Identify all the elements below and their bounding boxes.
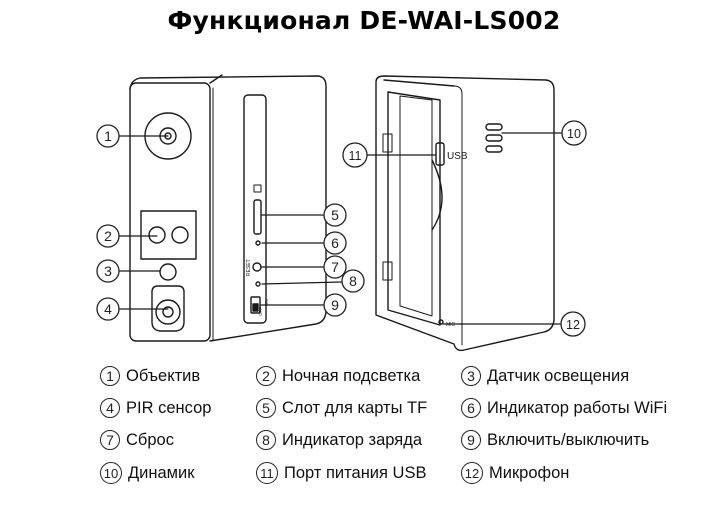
legend-label: Ночная подсветка (282, 366, 421, 385)
callout-number: 1 (104, 128, 112, 144)
callout-number: 12 (566, 318, 580, 332)
callout-6: 6 (323, 231, 347, 255)
callout-1: 1 (96, 124, 120, 148)
callout-number: 11 (349, 149, 362, 163)
legend-number: 8 (256, 430, 276, 450)
legend-number: 5 (256, 398, 276, 418)
tf-slot (253, 199, 262, 235)
wifi-indicator (255, 240, 261, 246)
legend-label: PIR сенсор (126, 398, 212, 417)
speaker-slot-2 (485, 134, 503, 142)
legend-item-8: 8 Индикатор заряда (256, 430, 422, 450)
legend-number: 1 (100, 366, 120, 386)
off-label: OFF (258, 307, 263, 316)
reset-label: RESET (246, 259, 252, 276)
callout-number: 10 (567, 127, 581, 141)
leader-lines (118, 132, 562, 325)
callout-number: 3 (104, 263, 112, 279)
legend-item-1: 1 Объектив (100, 366, 200, 386)
callout-3: 3 (96, 259, 120, 283)
callout-4: 4 (96, 297, 120, 321)
legend-item-11: 11 Порт питания USB (256, 462, 426, 484)
callout-2: 2 (96, 224, 120, 248)
back-body (375, 75, 555, 352)
legend-number: 10 (100, 462, 122, 484)
back-cavity (387, 91, 441, 326)
legend-number: 6 (461, 398, 481, 418)
legend-number: 3 (461, 366, 481, 386)
legend-number: 7 (100, 430, 120, 450)
page-title: Функционал DE-WAI-LS002 (167, 6, 561, 35)
microphone (438, 319, 444, 325)
callout-9: 9 (323, 293, 347, 317)
legend-item-6: 6 Индикатор работы WiFi (461, 398, 667, 418)
usb-label: USB (447, 151, 468, 162)
pir-sensor (151, 285, 185, 332)
legend-item-4: 4 PIR сенсор (100, 398, 211, 418)
device-front-view (129, 74, 327, 342)
callout-number: 5 (331, 207, 339, 223)
callout-number: 9 (331, 297, 339, 313)
callout-10: 10 (561, 120, 587, 146)
speaker-slot-3 (485, 145, 503, 153)
legend-label: Датчик освещения (487, 366, 630, 385)
legend-label: Микрофон (489, 463, 570, 482)
light-sensor (159, 263, 177, 281)
legend-number: 9 (461, 430, 481, 450)
legend-number: 4 (100, 398, 120, 418)
legend-number: 11 (256, 462, 278, 484)
legend-label: Сброс (126, 430, 174, 449)
callout-8: 8 (341, 269, 365, 293)
speaker-slot-1 (485, 123, 503, 131)
callout-12: 12 (560, 311, 586, 337)
callout-number: 4 (104, 301, 112, 317)
legend-item-10: 10 Динамик (100, 462, 194, 484)
callout-number: 7 (331, 259, 339, 275)
callout-number: 8 (349, 273, 357, 289)
legend-label: Включить/выключить (487, 430, 650, 449)
legend-label: Порт питания USB (284, 463, 427, 482)
side-panel (243, 94, 267, 324)
device-back-view (375, 75, 555, 352)
legend-label: Слот для карты TF (282, 398, 428, 417)
legend-item-2: 2 Ночная подсветка (256, 366, 420, 386)
legend-item-3: 3 Датчик освещения (461, 366, 629, 386)
legend-label: Объектив (126, 366, 201, 385)
legend-number: 12 (461, 462, 483, 484)
callout-number: 2 (104, 228, 112, 244)
on-label: ON (264, 299, 269, 306)
callout-7: 7 (323, 255, 347, 279)
ir-led-panel (140, 210, 197, 260)
side-body (129, 75, 327, 342)
legend-item-5: 5 Слот для карты TF (256, 398, 427, 418)
legend-label: Индикатор заряда (282, 430, 422, 449)
mic-label: MIC (446, 322, 456, 328)
legend-number: 2 (256, 366, 276, 386)
charge-indicator (255, 281, 261, 287)
legend-item-12: 12 Микрофон (461, 462, 569, 484)
usb-port (435, 142, 445, 166)
legend-item-9: 9 Включить/выключить (461, 430, 649, 450)
legend-item-7: 7 Сброс (100, 430, 174, 450)
callout-11: 11 (342, 142, 368, 168)
legend-label: Индикатор работы WiFi (487, 398, 668, 417)
front-face (129, 82, 211, 342)
callout-5: 5 (323, 203, 347, 227)
legend-label: Динамик (128, 463, 195, 482)
callout-number: 6 (331, 235, 339, 251)
